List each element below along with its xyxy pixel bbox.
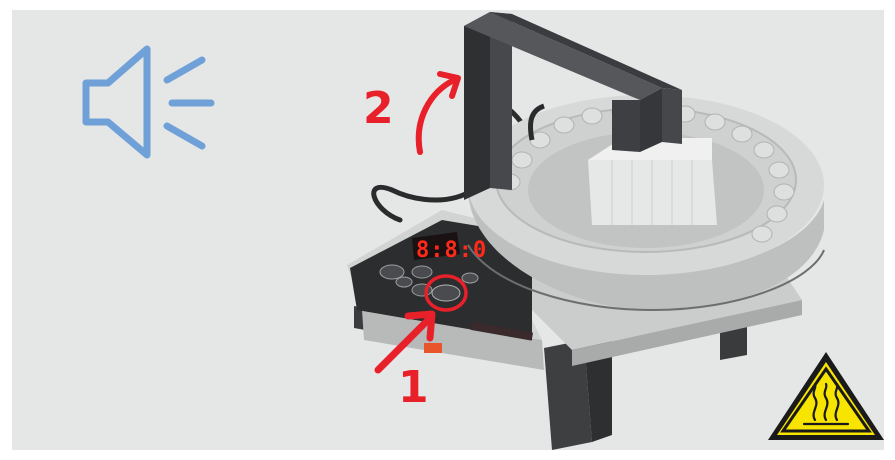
control-panel: 8:8:0 bbox=[350, 220, 534, 341]
left-button[interactable] bbox=[395, 276, 413, 288]
start-button-highlight bbox=[424, 274, 468, 312]
rotate-arrow-icon bbox=[415, 71, 461, 155]
brand-strip bbox=[470, 322, 534, 341]
heater-scene: 8:8:0 bbox=[82, 12, 884, 450]
press-arrow-icon bbox=[374, 310, 436, 374]
speaker-volume-icon[interactable] bbox=[82, 45, 215, 159]
illustration-panel: 8:8:0 bbox=[12, 10, 884, 450]
mode-button[interactable] bbox=[379, 264, 405, 280]
yoke-arm[interactable] bbox=[464, 12, 682, 200]
up-button[interactable] bbox=[411, 265, 433, 279]
heater-coil-ring bbox=[467, 95, 825, 312]
step-2-label: 2 bbox=[363, 83, 394, 134]
status-lamp bbox=[424, 343, 442, 353]
cable-connector bbox=[528, 103, 545, 141]
hot-surface-warning-icon bbox=[768, 352, 884, 440]
aux-button bbox=[461, 272, 479, 284]
step-1-label: 1 bbox=[398, 362, 429, 413]
start-button[interactable] bbox=[431, 284, 461, 302]
temperature-display: 8:8:0 bbox=[416, 238, 487, 263]
